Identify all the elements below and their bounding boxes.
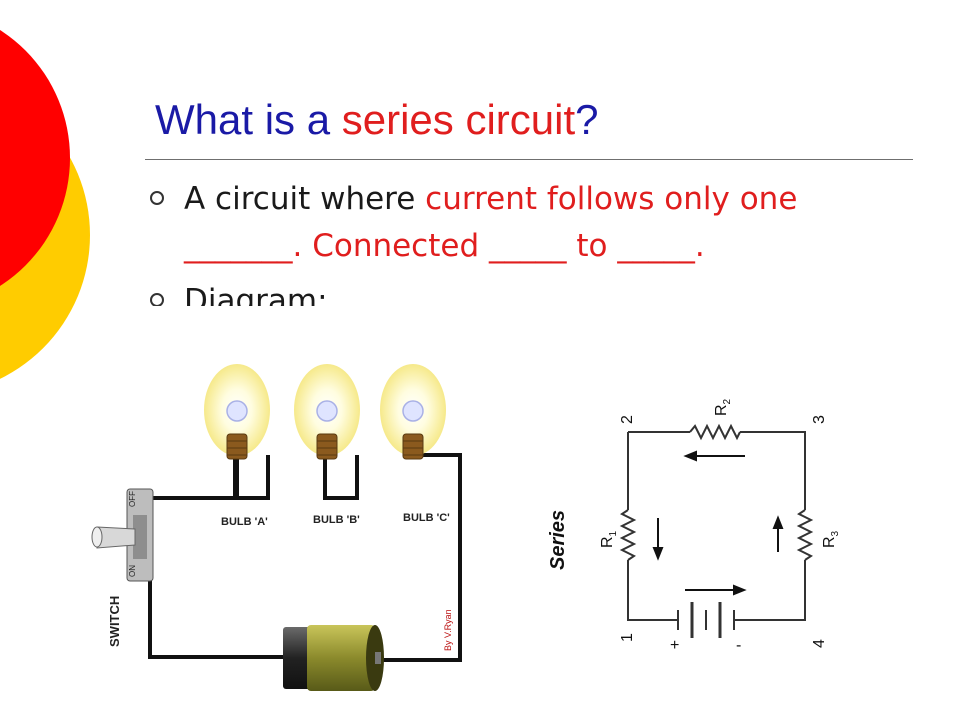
red-circle [0, 30, 70, 286]
switch-label: SWITCH [107, 596, 122, 647]
node-label-2: 2 [619, 415, 636, 424]
bullet-circle-icon [150, 191, 164, 205]
resistor-r3-symbol [796, 509, 814, 561]
battery-minus-label: - [736, 637, 741, 654]
bullet-list: A circuit where current follows only one… [150, 176, 910, 306]
bulb-b-label: BULB 'B' [313, 514, 360, 526]
slide-title: What is a series circuit? [155, 96, 599, 143]
switch-off-label: OFF [128, 491, 137, 507]
resistor-r2-symbol [689, 423, 741, 441]
battery-cell [283, 625, 384, 691]
schematic-circuit: 2 3 1 4 R2 R1 R3 + - Series [547, 398, 841, 654]
series-caption: Series [547, 510, 569, 570]
resistor-r1-label: R1 [599, 530, 619, 548]
bullet-definition: A circuit where current follows only one… [150, 176, 910, 270]
credit-text: By V.Ryan [443, 609, 453, 651]
resistor-r2-label: R2 [713, 398, 733, 416]
bulb-a-label: BULB 'A' [221, 516, 268, 528]
decorative-circles [0, 30, 90, 379]
definition-lead: A circuit where [184, 181, 426, 217]
diagram-label: Diagram: [184, 283, 328, 306]
definition-highlight: current follows only one _______. Connec… [184, 181, 798, 264]
bulb-a [204, 364, 270, 460]
bullet-diagram: Diagram: [150, 278, 910, 306]
title-divider [145, 159, 913, 160]
switch-on-label: ON [128, 565, 137, 577]
pictorial-circuit: BULB 'A' BULB 'B' BULB 'C' OFF ON SWITCH… [91, 364, 462, 691]
node-label-1: 1 [619, 633, 636, 642]
toggle-switch: OFF ON [91, 488, 154, 582]
bullet-circle-icon [150, 293, 164, 306]
node-label-4: 4 [811, 639, 828, 648]
current-arrows [652, 450, 784, 596]
resistor-r3-label: R3 [821, 530, 841, 548]
bulb-c [380, 364, 446, 460]
battery-plus-label: + [670, 637, 679, 654]
bulb-b [294, 364, 360, 460]
battery-symbol [677, 602, 735, 638]
node-label-3: 3 [811, 415, 828, 424]
resistor-r1-symbol [619, 509, 637, 561]
bulb-c-label: BULB 'C' [403, 512, 450, 524]
schematic-wires [627, 431, 806, 621]
